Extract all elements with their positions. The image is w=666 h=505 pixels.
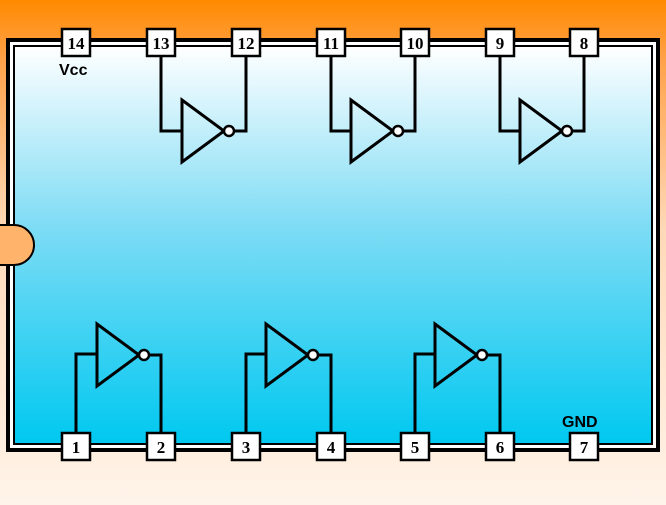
- chip-body-inner: [13, 45, 653, 445]
- inverter-gate-5-6: [413, 321, 502, 433]
- pin-1-label: 1: [72, 438, 81, 457]
- pin-10: 10: [399, 27, 431, 58]
- inverter-gate-11-10: [329, 56, 417, 165]
- pin-8-label: 8: [580, 34, 589, 53]
- pin-9-label: 9: [496, 34, 505, 53]
- pin-6-label: 6: [496, 438, 505, 457]
- pin-9: 9: [484, 27, 516, 58]
- pin-14: 14: [60, 27, 92, 58]
- pin-4: 4: [315, 431, 347, 462]
- pin-6: 6: [484, 431, 516, 462]
- pin-13-label: 13: [153, 34, 170, 53]
- pin-3: 3: [230, 431, 262, 462]
- pin-10-label: 10: [407, 34, 424, 53]
- pin-3-label: 3: [242, 438, 251, 457]
- inverter-gate-9-8: [498, 56, 586, 165]
- pin-4-label: 4: [327, 438, 336, 457]
- vcc-label: Vcc: [59, 62, 88, 79]
- pin-11-label: 11: [323, 34, 339, 53]
- pin-14-label: 14: [68, 34, 86, 53]
- inverter-gate-13-12: [159, 56, 248, 165]
- inverter-gate-1-2: [74, 321, 163, 433]
- pin-1: 1: [60, 431, 92, 462]
- pin-7: 7: [568, 431, 600, 462]
- pin-7-label: 7: [580, 438, 589, 457]
- pin-5-label: 5: [411, 438, 420, 457]
- gnd-label: GND: [562, 414, 598, 431]
- inverter-gate-3-4: [244, 321, 333, 433]
- pin-2: 2: [145, 431, 177, 462]
- pin-8: 8: [568, 27, 600, 58]
- chip-notch-outline: [0, 224, 35, 266]
- pin-5: 5: [399, 431, 431, 462]
- pin-11: 11: [315, 27, 347, 58]
- pin-2-label: 2: [157, 438, 166, 457]
- pin-12-label: 12: [238, 34, 255, 53]
- pin-13: 13: [145, 27, 177, 58]
- pin-12: 12: [230, 27, 262, 58]
